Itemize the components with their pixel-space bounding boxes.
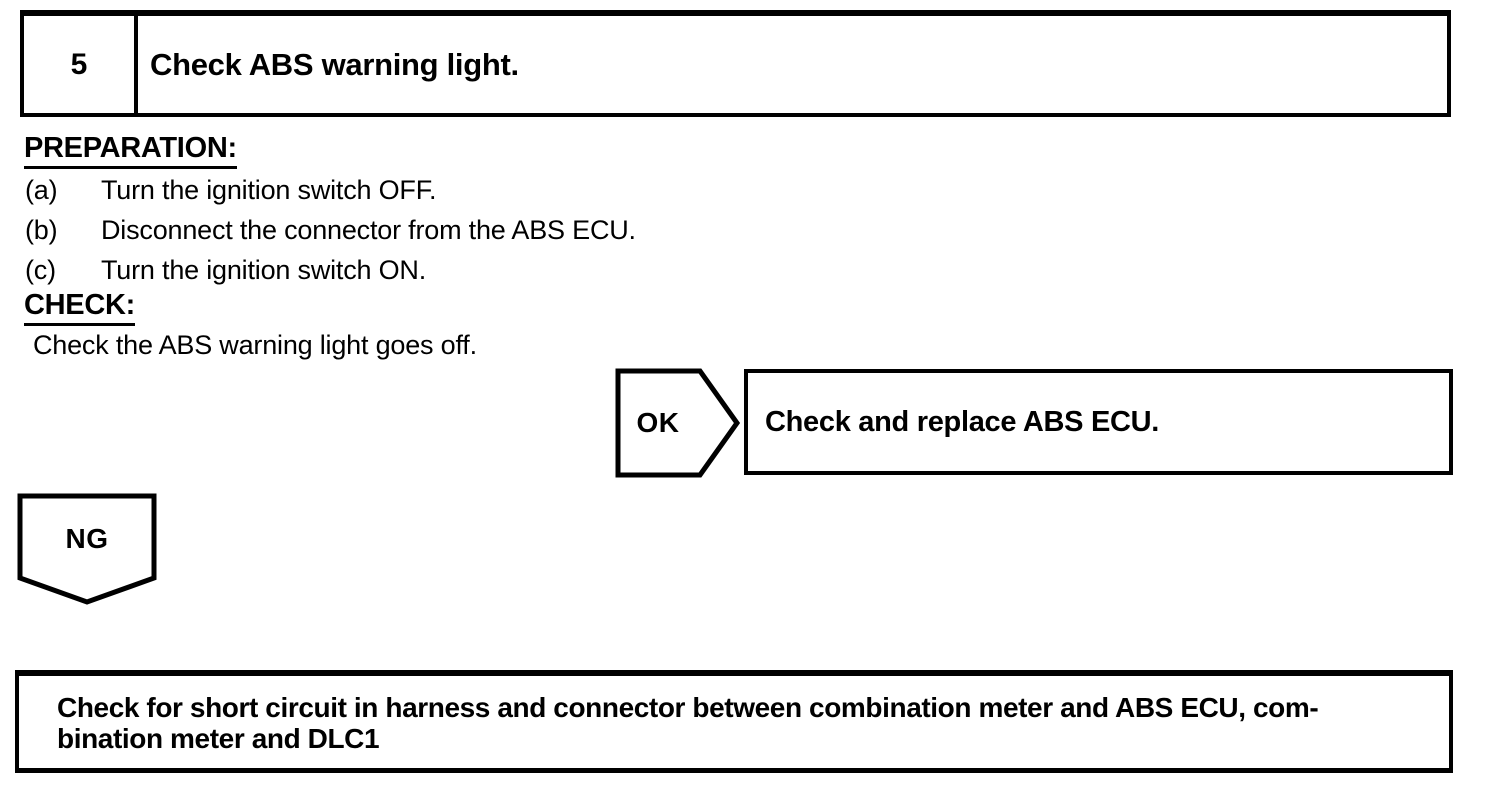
step-text: Turn the ignition switch ON. <box>101 255 427 285</box>
step-text: Disconnect the connector from the ABS EC… <box>101 215 636 245</box>
ok-arrow-right-icon <box>615 368 741 478</box>
step-number: 5 <box>24 16 138 113</box>
step-label: (c) <box>25 255 56 285</box>
step-label: (b) <box>25 215 58 245</box>
ng-arrow-down-icon <box>17 493 157 605</box>
preparation-step-a: (a) Turn the ignition switch OFF. <box>25 175 437 205</box>
preparation-step-b: (b) Disconnect the connector from the AB… <box>25 215 636 245</box>
ok-connector: OK <box>615 368 741 478</box>
ng-action-box: Check for short circuit in harness and c… <box>15 670 1453 773</box>
step-header-box: 5 Check ABS warning light. <box>20 10 1451 117</box>
step-title: Check ABS warning light. <box>150 46 519 82</box>
ok-connector-label: OK <box>636 407 680 438</box>
ng-connector-label: NG <box>65 523 109 554</box>
ng-connector: NG <box>17 493 157 605</box>
ng-action-line-2: bination meter and DLC1 <box>57 723 380 754</box>
check-description: Check the ABS warning light goes off. <box>33 330 477 360</box>
ok-action-box: Check and replace ABS ECU. <box>744 369 1453 475</box>
step-label: (a) <box>25 175 58 205</box>
ng-action-line-1: Check for short circuit in harness and c… <box>57 692 1319 723</box>
step-text: Turn the ignition switch OFF. <box>101 175 437 205</box>
preparation-heading: PREPARATION: <box>24 132 237 169</box>
preparation-step-c: (c) Turn the ignition switch ON. <box>25 255 426 285</box>
check-heading: CHECK: <box>24 289 135 326</box>
